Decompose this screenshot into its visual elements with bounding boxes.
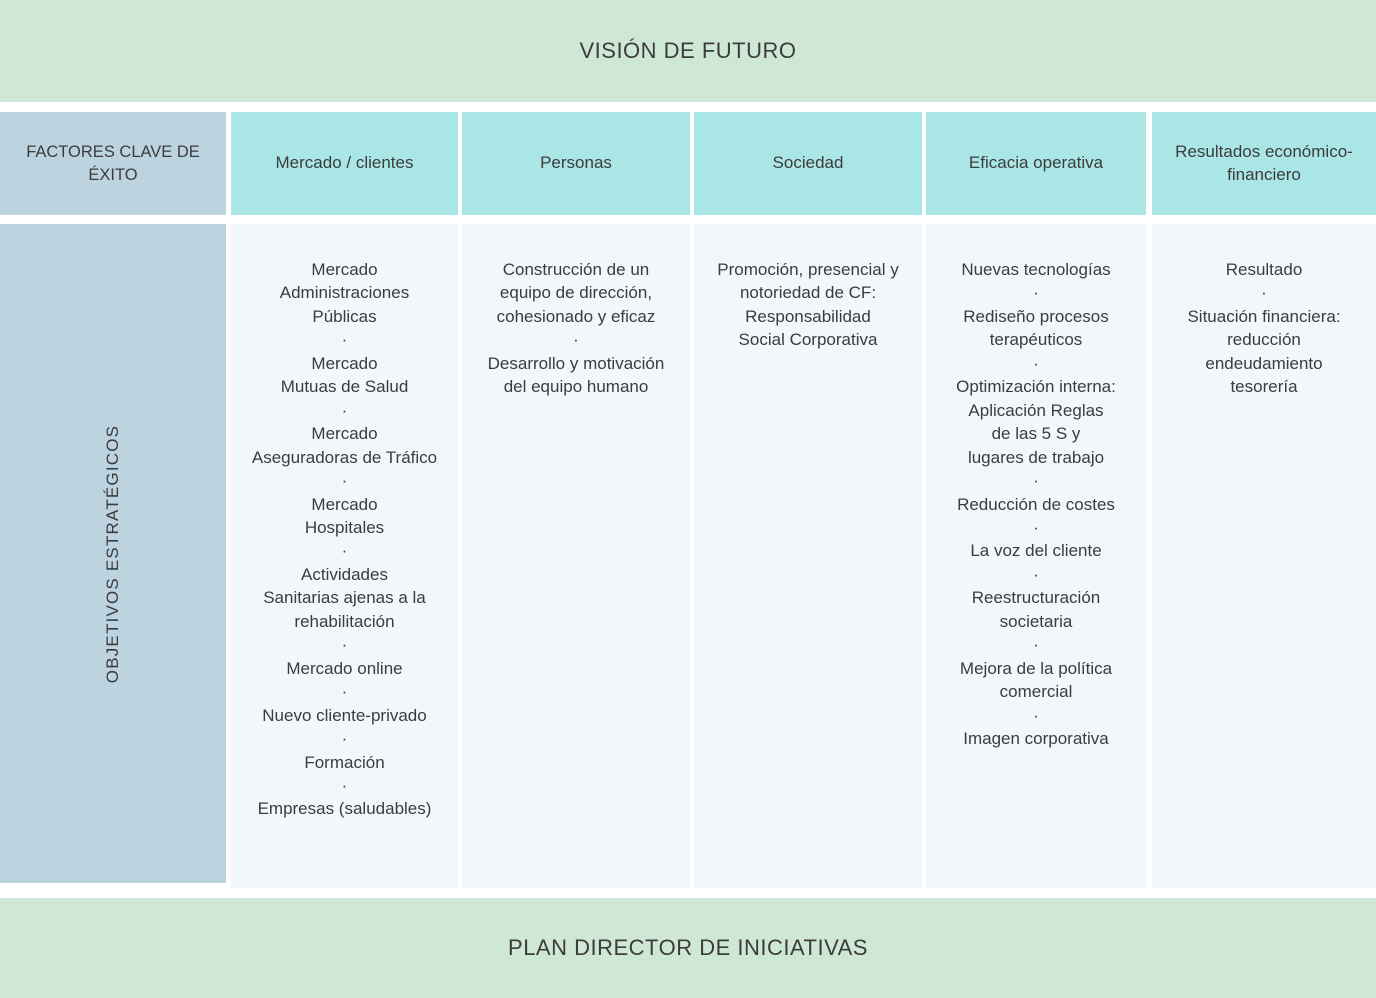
item-separator-dot: · — [341, 400, 348, 420]
item-separator-dot: · — [1033, 471, 1039, 491]
item-separator-dot: · — [1033, 353, 1039, 373]
column-header-label: Personas — [540, 153, 612, 173]
objective-item: Mercado Aseguradoras de Tráfico — [251, 424, 438, 467]
item-separator-dot: · — [1033, 564, 1039, 584]
objective-item: Mejora de la política comercial — [959, 658, 1113, 702]
objective-item: Situación financiera: reducción endeudam… — [1187, 306, 1341, 397]
objective-item: Actividades Sanitarias ajenas a la rehab… — [263, 564, 426, 631]
objectives-label-cell: OBJETIVOS ESTRATÉGICOS — [0, 224, 226, 883]
column-header-label: Eficacia operativa — [968, 153, 1104, 173]
plan-director-banner-title: PLAN DIRECTOR DE INICIATIVAS — [508, 935, 868, 960]
objective-item: Imagen corporativa — [963, 729, 1109, 749]
column-body-sociedad: Promoción, presencial y notoriedad de CF… — [694, 224, 922, 888]
objective-item: Resultado — [1225, 260, 1303, 279]
objective-item: Formación — [304, 752, 385, 772]
key-factors-label: FACTORES CLAVE DE ÉXITO — [26, 143, 200, 184]
objective-item: Nuevo cliente-privado — [262, 705, 427, 725]
plan-director-banner: PLAN DIRECTOR DE INICIATIVAS — [0, 898, 1376, 998]
vision-banner-title: VISIÓN DE FUTURO — [579, 38, 797, 63]
objective-item: Desarrollo y motivación del equipo human… — [487, 353, 665, 397]
key-factors-label-cell: FACTORES CLAVE DE ÉXITO — [0, 112, 226, 215]
objective-item: La voz del cliente — [970, 541, 1102, 561]
column-header-resultados-economico-financiero: Resultados económico-financiero — [1152, 112, 1376, 215]
item-separator-dot: · — [1261, 283, 1267, 303]
column-body-resultados-economico-financiero: Resultado · Situación financiera: reducció… — [1152, 224, 1376, 888]
item-separator-dot: · — [341, 775, 348, 795]
objective-item: Mercado online — [286, 658, 403, 678]
objectives-label: OBJETIVOS ESTRATÉGICOS — [103, 424, 122, 683]
objective-item: Nuevas tecnologías — [961, 260, 1111, 279]
item-separator-dot: · — [341, 682, 348, 702]
item-separator-dot: · — [341, 635, 348, 655]
column-body-personas: Construcción de un equipo de dirección, … — [462, 224, 690, 888]
column-body-mercado-clientes: Mercado Administraciones Públicas · Mercad… — [231, 224, 458, 888]
item-separator-dot: · — [1033, 283, 1039, 303]
key-factors-row: FACTORES CLAVE DE ÉXITO Mercado / client… — [0, 112, 1376, 215]
column-header-personas: Personas — [462, 112, 690, 215]
objective-item: Mercado Mutuas de Salud — [280, 353, 409, 397]
objective-item: Optimización interna: Aplicación Reglas … — [956, 377, 1116, 467]
column-header-eficacia-operativa: Eficacia operativa — [926, 112, 1146, 215]
item-separator-dot: · — [341, 330, 348, 350]
objective-item: Mercado Hospitales — [304, 494, 385, 537]
objective-item: Construcción de un equipo de dirección, … — [496, 260, 656, 326]
objective-item: Rediseño procesos terapéuticos — [963, 306, 1109, 350]
item-separator-dot: · — [573, 330, 579, 350]
item-separator-dot: · — [1033, 635, 1039, 655]
objective-item: Reestructuración societaria — [971, 588, 1101, 631]
objective-item: Reducción de costes — [957, 494, 1115, 514]
vision-banner: VISIÓN DE FUTURO — [0, 0, 1376, 102]
item-separator-dot: · — [341, 729, 348, 749]
column-header-sociedad: Sociedad — [694, 112, 922, 215]
column-header-mercado-clientes: Mercado / clientes — [231, 112, 458, 215]
item-separator-dot: · — [341, 471, 348, 491]
column-header-label: Mercado / clientes — [275, 153, 414, 173]
objectives-row: OBJETIVOS ESTRATÉGICOS Mercado Administr… — [0, 224, 1376, 888]
item-separator-dot: · — [1033, 705, 1039, 725]
objective-item: Mercado Administraciones Públicas — [279, 260, 410, 326]
column-header-label: Sociedad — [772, 153, 844, 173]
item-separator-dot: · — [341, 541, 348, 561]
column-header-label: Resultados económico-financiero — [1175, 141, 1353, 184]
item-separator-dot: · — [1033, 517, 1039, 537]
objective-item: Empresas (saludables) — [257, 799, 432, 819]
column-body-eficacia-operativa: Nuevas tecnologías · Rediseño procesos ter… — [926, 224, 1146, 888]
objective-item: Promoción, presencial y notoriedad de CF… — [717, 260, 899, 350]
